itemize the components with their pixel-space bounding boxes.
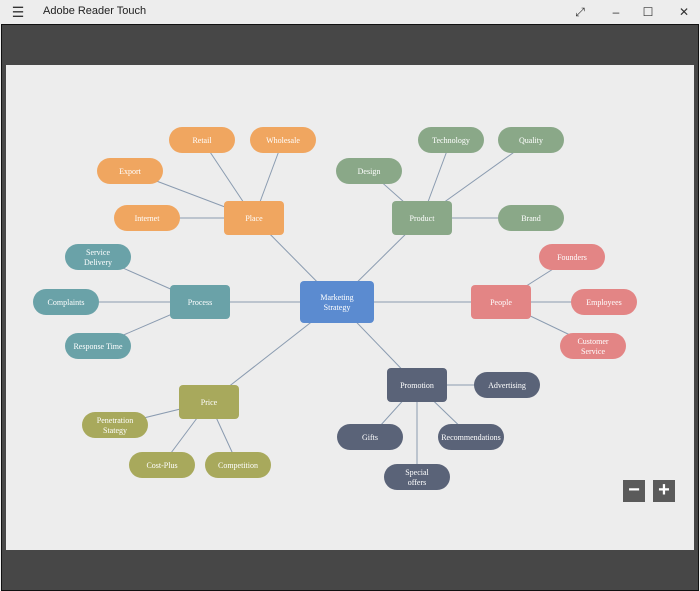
central-node-label: Strategy [324, 303, 351, 312]
topic-node[interactable] [337, 424, 403, 450]
branch-node-price[interactable] [179, 385, 239, 419]
topic-node[interactable] [438, 424, 504, 450]
topic-node-label: Response Time [73, 342, 123, 351]
topic-node-label: Brand [521, 214, 541, 223]
topic-node[interactable] [205, 452, 271, 478]
hamburger-icon[interactable]: ☰ [11, 4, 25, 20]
topic-node[interactable] [571, 289, 637, 315]
topic-node[interactable] [498, 205, 564, 231]
expand-icon[interactable]: ⤢ [575, 5, 585, 19]
branch-node-place[interactable] [224, 201, 284, 235]
topic-node-label: Advertising [488, 381, 526, 390]
topic-node-label: Penetration [97, 416, 133, 425]
topic-node[interactable] [498, 127, 564, 153]
topic-node[interactable] [336, 158, 402, 184]
topic-node-label: Service [86, 248, 110, 257]
central-node[interactable] [300, 281, 374, 323]
topic-node[interactable] [474, 372, 540, 398]
branch-node-process-label: Process [188, 298, 212, 307]
branch-node-product[interactable] [392, 201, 452, 235]
topic-node-label: Retail [192, 136, 212, 145]
topic-node-label: Complaints [48, 298, 85, 307]
title-bar: ☰ Adobe Reader Touch ⤢ – ☐ ✕ [0, 0, 700, 24]
branch-node-people[interactable] [471, 285, 531, 319]
topic-node[interactable] [384, 464, 450, 490]
app-title: Adobe Reader Touch [43, 5, 147, 17]
branch-node-process[interactable] [170, 285, 230, 319]
topic-node-label: Delivery [84, 258, 112, 267]
topic-node[interactable] [114, 205, 180, 231]
branch-node-promotion[interactable] [387, 368, 447, 402]
topic-node-label: Customer [577, 337, 608, 346]
topic-node-label: Technology [432, 136, 470, 145]
branch-node-promotion-label: Promotion [400, 381, 434, 390]
topic-node-label: offers [408, 478, 427, 487]
central-node-label: Marketing [320, 293, 353, 302]
topic-node[interactable] [250, 127, 316, 153]
zoom-out-button[interactable]: − [623, 480, 645, 502]
topic-node-label: Internet [135, 214, 161, 223]
topic-node[interactable] [129, 452, 195, 478]
minimize-icon[interactable]: – [612, 5, 620, 19]
topic-node-label: Gifts [362, 433, 378, 442]
topic-node-label: Stategy [103, 426, 127, 435]
close-icon[interactable]: ✕ [678, 5, 690, 19]
topic-node[interactable] [65, 333, 131, 359]
topic-node[interactable] [82, 412, 148, 438]
branch-node-people-label: People [490, 298, 512, 307]
maximize-icon[interactable]: ☐ [642, 5, 654, 19]
topic-node-label: Export [119, 167, 142, 176]
topic-node-label: Special [405, 468, 429, 477]
topic-node[interactable] [560, 333, 626, 359]
topic-node-label: Service [581, 347, 605, 356]
topic-node[interactable] [33, 289, 99, 315]
branch-node-place-label: Place [245, 214, 263, 223]
topic-node[interactable] [418, 127, 484, 153]
topic-node-label: Wholesale [266, 136, 300, 145]
topic-node-label: Founders [557, 253, 587, 262]
topic-node-label: Employees [586, 298, 622, 307]
topic-node[interactable] [539, 244, 605, 270]
topic-node-label: Quality [519, 136, 543, 145]
branch-node-price-label: Price [201, 398, 218, 407]
topic-node-label: Cost-Plus [146, 461, 177, 470]
topic-node-label: Recommendations [441, 433, 501, 442]
topic-node[interactable] [97, 158, 163, 184]
topic-node[interactable] [169, 127, 235, 153]
topic-node[interactable] [65, 244, 131, 270]
topic-node-label: Competition [218, 461, 258, 470]
branch-node-product-label: Product [410, 214, 436, 223]
zoom-in-button[interactable]: + [653, 480, 675, 502]
topic-node-label: Design [358, 167, 381, 176]
